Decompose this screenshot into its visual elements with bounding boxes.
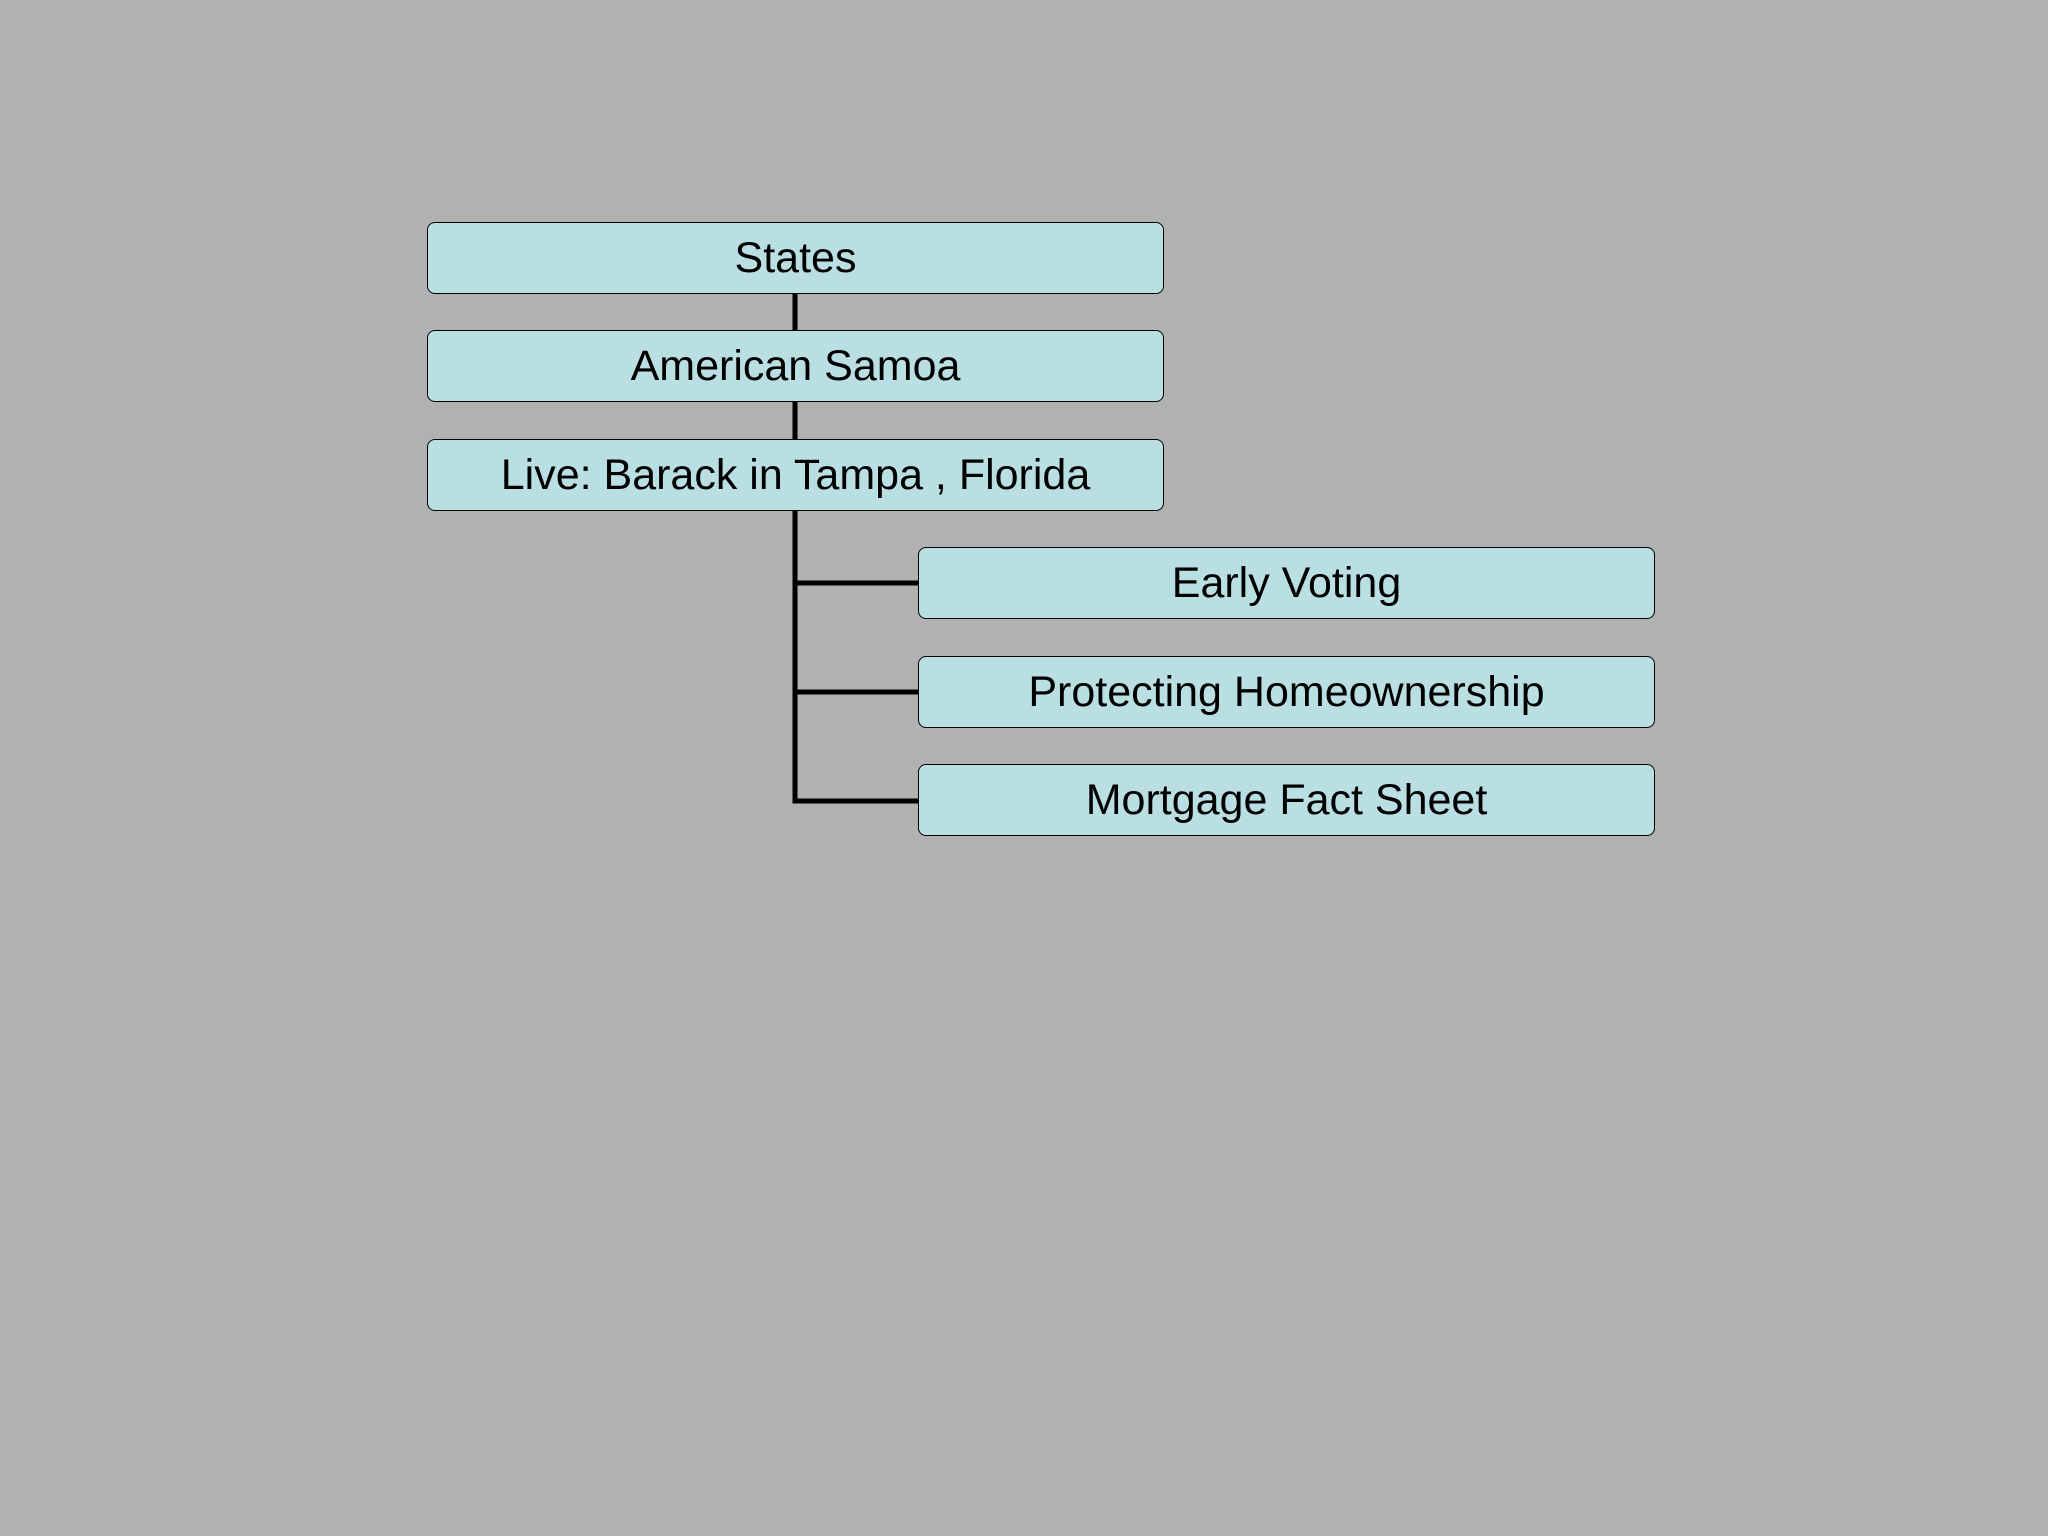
connector-trunk-to-children [792, 511, 918, 804]
node-live-tampa: Live: Barack in Tampa , Florida [427, 439, 1164, 511]
node-label-american-samoa: American Samoa [630, 341, 961, 390]
node-protecting-homeownership: Protecting Homeownership [918, 656, 1655, 728]
node-mortgage-fact-sheet: Mortgage Fact Sheet [918, 764, 1655, 836]
node-label-protecting-homeownership: Protecting Homeownership [1028, 667, 1545, 716]
node-label-early-voting: Early Voting [1171, 558, 1402, 607]
node-label-mortgage-fact-sheet: Mortgage Fact Sheet [1085, 775, 1488, 824]
node-label-states: States [734, 233, 857, 282]
node-american-samoa: American Samoa [427, 330, 1164, 402]
node-states: States [427, 222, 1164, 294]
node-label-live-tampa: Live: Barack in Tampa , Florida [500, 450, 1091, 499]
node-early-voting: Early Voting [918, 547, 1655, 619]
